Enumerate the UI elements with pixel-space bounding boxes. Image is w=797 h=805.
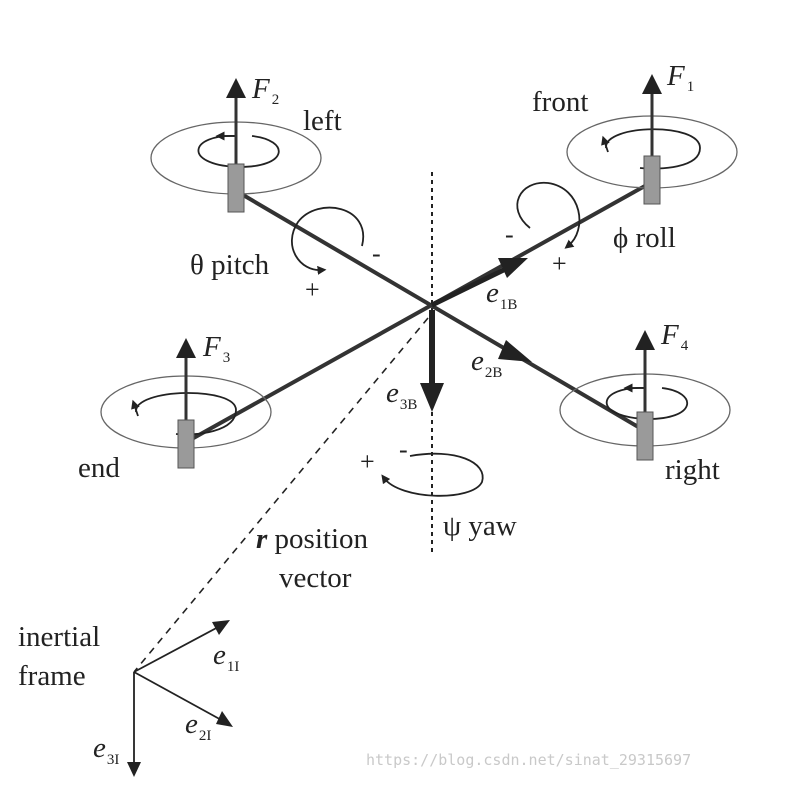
rotor-front — [566, 74, 738, 205]
yaw-rotation-arrow — [381, 452, 484, 497]
rotor-end — [100, 338, 272, 469]
yaw-minus: - — [399, 435, 408, 464]
label-e3b: e3B — [386, 377, 417, 413]
label-e3i: e3I — [93, 732, 119, 768]
label-end: end — [78, 452, 120, 484]
pitch-minus: - — [372, 239, 381, 268]
label-e2b: e2B — [471, 345, 502, 381]
e1i-arrowhead — [212, 620, 230, 635]
label-frame: frame — [18, 660, 86, 692]
label-left: left — [303, 105, 342, 137]
label-yaw: ψ yaw — [443, 510, 517, 542]
e3b-arrowhead — [420, 383, 444, 412]
e1b-arrowhead — [498, 258, 528, 278]
arm-end-front — [188, 180, 654, 442]
roll-plus: + — [552, 249, 567, 278]
label-roll: ϕ roll — [613, 222, 676, 254]
arm-left-right — [236, 190, 642, 430]
e3i-arrowhead — [127, 762, 141, 777]
roll-rotation-arrow — [516, 182, 581, 249]
position-vector-line — [133, 317, 429, 673]
label-position-vector-line2: vector — [279, 562, 352, 594]
label-right: right — [665, 454, 720, 486]
rotor-right — [559, 330, 731, 461]
label-front: front — [532, 86, 588, 118]
label-e1b: e1B — [486, 277, 517, 313]
e2i-vector — [133, 671, 226, 723]
pitch-plus: + — [305, 275, 320, 304]
yaw-plus: + — [360, 447, 375, 476]
roll-minus: - — [505, 220, 514, 249]
e2i-arrowhead — [216, 711, 233, 727]
label-e1i: e1I — [213, 639, 239, 675]
label-inertial: inertial — [18, 621, 100, 653]
watermark-text: https://blog.csdn.net/sinat_29315697 — [366, 751, 691, 769]
rotor-left — [150, 78, 322, 213]
label-position-vector: r position — [256, 523, 369, 555]
e2b-arrowhead — [498, 340, 532, 362]
e1i-vector — [133, 624, 223, 673]
label-pitch: θ pitch — [190, 249, 270, 281]
pitch-rotation-arrow — [291, 206, 365, 275]
label-e2i: e2I — [185, 708, 211, 744]
